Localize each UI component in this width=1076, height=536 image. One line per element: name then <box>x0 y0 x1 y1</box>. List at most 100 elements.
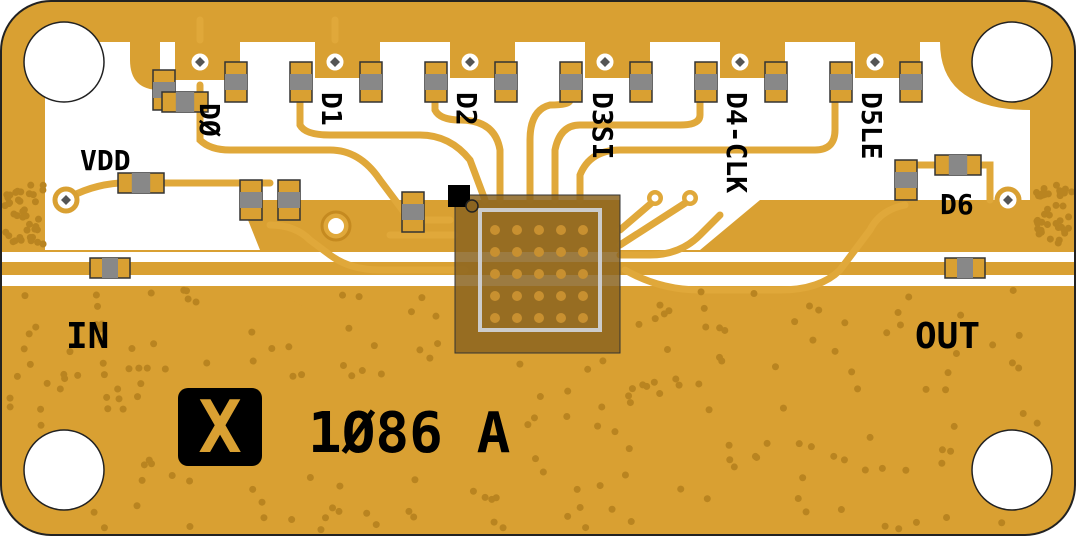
via <box>1019 409 1027 417</box>
thermal-via <box>578 291 588 301</box>
via <box>594 422 602 430</box>
via <box>317 526 325 534</box>
via <box>37 405 45 413</box>
via <box>848 368 856 376</box>
via <box>608 505 616 513</box>
via <box>902 466 910 474</box>
smd-component <box>764 61 788 103</box>
via <box>411 476 419 484</box>
test-point-icon <box>861 48 889 76</box>
via <box>10 210 18 218</box>
thermal-via <box>534 269 544 279</box>
via <box>43 379 51 387</box>
thermal-via <box>578 313 588 323</box>
via <box>1060 227 1068 235</box>
smd-component <box>117 172 165 194</box>
label-d0: DØ <box>193 103 226 137</box>
via <box>100 371 108 379</box>
via <box>791 318 799 326</box>
via <box>700 304 708 312</box>
via <box>186 477 194 485</box>
via <box>1043 220 1051 228</box>
via <box>20 206 28 214</box>
smd-component <box>401 191 425 233</box>
label-d5le: D5LE <box>855 92 888 159</box>
via <box>183 287 191 295</box>
via <box>407 308 415 316</box>
label-d3si: D3SI <box>586 92 619 159</box>
via <box>90 508 98 516</box>
smd-component <box>224 61 248 103</box>
thermal-via <box>490 313 500 323</box>
smd-component <box>629 61 653 103</box>
via <box>203 359 211 367</box>
via <box>950 422 958 430</box>
via <box>611 428 619 436</box>
via <box>339 291 347 299</box>
smd-component <box>359 61 383 103</box>
via <box>751 452 759 460</box>
via <box>115 395 123 403</box>
via <box>92 291 100 299</box>
via <box>258 498 266 506</box>
via <box>1044 205 1052 213</box>
smd-component <box>89 257 131 279</box>
thermal-via <box>512 225 522 235</box>
smd-component <box>694 61 718 103</box>
via <box>651 315 659 323</box>
via <box>100 524 108 532</box>
smd-component <box>944 257 986 279</box>
smd-component <box>289 61 313 103</box>
via <box>883 329 891 337</box>
smd-component <box>829 61 853 103</box>
via <box>573 485 581 493</box>
via <box>721 326 729 334</box>
via-field <box>1 181 1075 534</box>
via <box>1052 181 1060 189</box>
via <box>186 523 194 531</box>
via <box>249 485 257 493</box>
via <box>416 346 424 354</box>
via <box>726 456 734 464</box>
via <box>370 342 378 350</box>
via <box>1056 189 1064 197</box>
via <box>432 312 440 320</box>
thermal-via <box>512 291 522 301</box>
via <box>1061 185 1069 193</box>
via <box>192 298 200 306</box>
via <box>697 288 705 296</box>
via <box>12 188 20 196</box>
via <box>815 306 823 314</box>
via <box>1045 211 1053 219</box>
via <box>656 390 664 398</box>
via <box>335 507 343 515</box>
test-point-icon <box>591 48 619 76</box>
via <box>944 369 952 377</box>
via <box>564 387 572 395</box>
via <box>25 220 33 228</box>
via <box>942 386 950 394</box>
via <box>894 309 902 317</box>
via <box>289 372 297 380</box>
via <box>677 485 685 493</box>
logo-letter: X <box>198 385 241 469</box>
via <box>66 348 74 356</box>
via <box>1054 224 1062 232</box>
via <box>625 392 633 400</box>
via <box>125 365 133 373</box>
label-vdd: VDD <box>80 144 131 177</box>
via <box>490 518 498 526</box>
via <box>5 232 13 240</box>
smd-component <box>559 61 583 103</box>
via <box>25 330 33 338</box>
via <box>563 413 571 421</box>
via <box>492 494 500 502</box>
thermal-via <box>578 247 588 257</box>
via <box>576 503 584 511</box>
via <box>138 476 146 484</box>
via <box>837 506 845 514</box>
thermal-via <box>556 291 566 301</box>
via <box>1068 188 1075 196</box>
via <box>695 380 703 388</box>
